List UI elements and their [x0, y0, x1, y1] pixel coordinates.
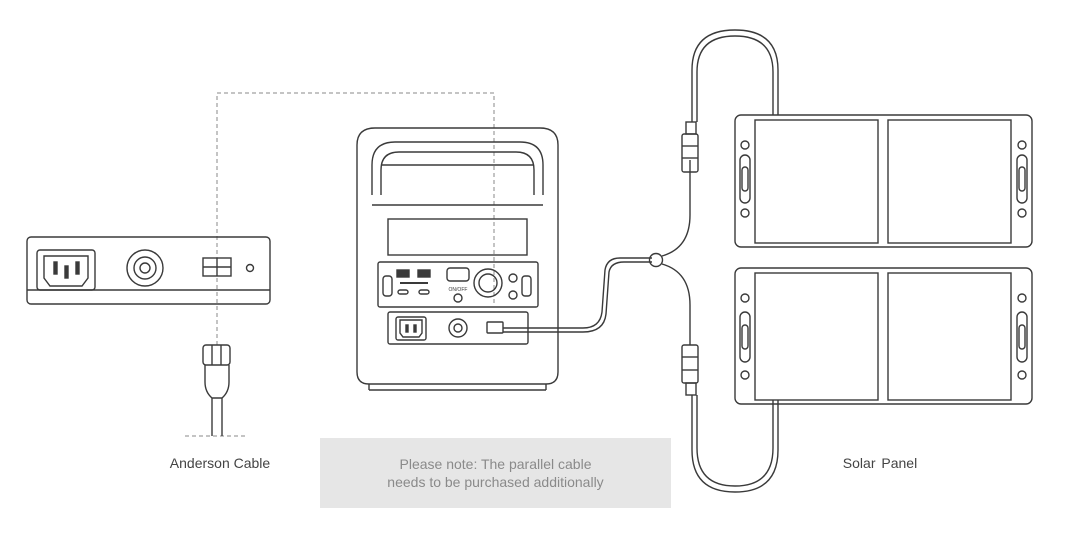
ac-inlet-icon	[36, 249, 96, 291]
power-button-label: ON/OFF	[449, 287, 468, 293]
note-line-2: needs to be purchased additionally	[387, 474, 604, 490]
lcd-display	[387, 218, 528, 256]
parallel-cable	[648, 29, 779, 493]
anderson-port-icon	[202, 257, 232, 277]
anderson-cable-label: Anderson Cable	[169, 455, 271, 471]
upper-port-panel	[377, 261, 539, 308]
solar-input-port-icon	[486, 321, 504, 334]
usb-c-right-icon	[521, 275, 532, 297]
carry-handle	[371, 141, 544, 195]
solar-panel-bottom	[734, 267, 1033, 405]
solar-input-cable	[503, 257, 652, 329]
round-port-icon	[126, 249, 164, 287]
car-outlet-icon	[473, 268, 503, 298]
anderson-dashed-route	[185, 92, 495, 437]
dc-input-icon	[448, 318, 468, 338]
solar-panel-label: Solar Panel	[842, 455, 918, 471]
power-station: ON/OFF	[356, 127, 559, 391]
solar-panel-top	[734, 114, 1033, 248]
ac-outlet-icon	[395, 316, 427, 341]
indicator-led-icon	[245, 263, 255, 273]
power-button-icon	[446, 267, 470, 282]
expansion-battery	[26, 236, 271, 305]
purchase-note: Please note: The parallel cable needs to…	[320, 438, 671, 508]
usb-c-left-icon	[382, 275, 393, 297]
note-line-1: Please note: The parallel cable	[399, 456, 592, 472]
anderson-plug	[202, 344, 231, 436]
y-branch-connector	[648, 252, 664, 268]
